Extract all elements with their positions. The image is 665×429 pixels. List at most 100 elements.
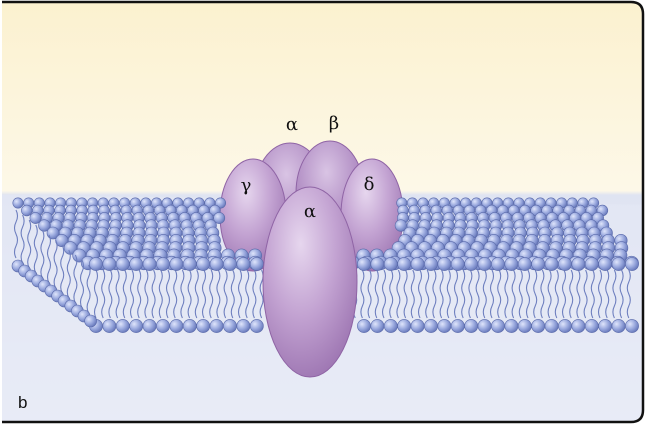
lipid-tail (187, 269, 192, 319)
lipid-tail (129, 269, 135, 319)
lipid-tail (561, 269, 567, 319)
lipid-head (584, 257, 599, 271)
lipid-tail (230, 269, 235, 319)
lipid-tail (381, 269, 387, 319)
lipid-tail (101, 269, 106, 319)
lipid-tail (403, 269, 408, 319)
lipid-bilayer (11, 197, 639, 333)
lipid-head (102, 257, 117, 271)
lipid-head (102, 319, 117, 333)
lipid-tail (13, 209, 19, 259)
lipid-head (598, 319, 613, 333)
lipid-head (531, 257, 546, 271)
lipid-head (156, 257, 170, 271)
lipid-head (236, 319, 251, 333)
lipid-tail (547, 269, 552, 319)
lipid-tail (60, 244, 65, 294)
lipid-tail (209, 269, 214, 319)
lipid-head (223, 257, 237, 271)
lipid-tail (165, 269, 171, 319)
lipid-tail (554, 269, 559, 319)
lipid-head (209, 319, 224, 333)
lipid-tail (33, 224, 38, 274)
lipid-head (182, 319, 197, 333)
lipid-tail (46, 234, 52, 284)
lipid-head (625, 257, 639, 271)
lipid-tail (482, 269, 487, 319)
lipid-head (464, 257, 479, 271)
lipid-tail (489, 269, 495, 319)
lipid-tail (194, 269, 199, 319)
lipid-head (584, 319, 599, 333)
lipid-tail (144, 269, 149, 319)
lipid-tail (525, 269, 531, 319)
lipid-head (450, 319, 465, 333)
lipid-head (249, 257, 264, 271)
lipid-head (89, 257, 103, 271)
lipid-tail (626, 269, 631, 319)
lipid-tail (453, 269, 459, 319)
lipid-tail (237, 269, 243, 319)
lipid-head (424, 257, 438, 271)
lipid-head (357, 319, 371, 333)
lipid-head (437, 257, 452, 271)
lipid-head (223, 319, 237, 333)
lipid-tail (396, 269, 401, 319)
frame-border (2, 0, 645, 424)
lipid-tail (122, 269, 127, 319)
lipid-head (504, 257, 519, 271)
delta-label: δ (364, 174, 375, 195)
lipid-tail (389, 269, 394, 319)
lipid-head (213, 212, 226, 224)
lipid-tail (533, 269, 538, 319)
lipid-tail (73, 254, 78, 304)
lipid-head (12, 197, 24, 209)
lipid-tail (540, 269, 545, 319)
lipid-head (571, 319, 586, 333)
lipid-head (464, 319, 479, 333)
lipid-head (571, 257, 586, 271)
lipid-tail (53, 239, 58, 289)
lipid-head (383, 319, 398, 333)
lipid-head (156, 319, 170, 333)
lipid-head (142, 257, 157, 271)
lipid-head (115, 319, 130, 333)
lipid-head (517, 319, 532, 333)
lipid-head (611, 319, 626, 333)
lipid-head (129, 319, 144, 333)
lipid-head (29, 212, 42, 224)
lipid-head (558, 257, 572, 271)
lipid-head (169, 257, 184, 271)
lipid-tail (180, 269, 185, 319)
lipid-head (249, 319, 264, 333)
lipid-tail (569, 269, 574, 319)
lipid-head (491, 319, 505, 333)
lipid-tail (158, 269, 163, 319)
lipid-head (450, 257, 465, 271)
beta-label: β (329, 113, 339, 134)
lipid-tail (374, 269, 379, 319)
lipid-tail (605, 269, 610, 319)
lipid-tail (66, 249, 71, 299)
lipid-head (115, 257, 130, 271)
lipid-tail (20, 214, 25, 264)
lipid-tail (79, 259, 85, 309)
lipid-head (504, 319, 519, 333)
lipid-head (625, 319, 639, 333)
lipid-tail (252, 269, 257, 319)
lipid-head (410, 319, 425, 333)
lipid-tail (360, 269, 365, 319)
lipid-head (209, 257, 224, 271)
lipid-head (370, 319, 385, 333)
lipid-head (544, 319, 559, 333)
lipid-head (182, 257, 197, 271)
lipid-head (544, 257, 559, 271)
lipid-head (517, 257, 532, 271)
lipid-tail (468, 269, 473, 319)
lipid-tail (137, 269, 142, 319)
lipid-tail (201, 269, 207, 319)
lipid-head (142, 319, 157, 333)
lipid-tail (475, 269, 480, 319)
lipid-head (477, 257, 492, 271)
lipid-tail (590, 269, 595, 319)
